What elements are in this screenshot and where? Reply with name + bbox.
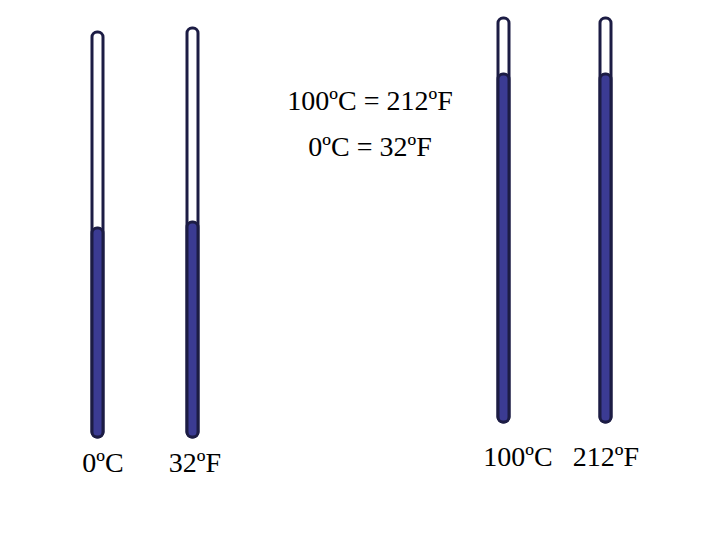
- thermometer-fahrenheit-hot: [600, 18, 611, 422]
- thermometer-celsius-cold: [92, 32, 103, 437]
- thermometer-celsius-hot: [498, 18, 509, 422]
- thermometer-fahrenheit-cold: [187, 28, 198, 437]
- scale-label: 0ºC: [82, 446, 123, 480]
- scale-label: 212ºF: [573, 440, 639, 474]
- equation-text: 0ºC = 32ºF: [308, 130, 431, 164]
- scale-label: 32ºF: [169, 446, 221, 480]
- equation-text: 100ºC = 212ºF: [287, 84, 452, 118]
- scale-label: 100ºC: [483, 440, 552, 474]
